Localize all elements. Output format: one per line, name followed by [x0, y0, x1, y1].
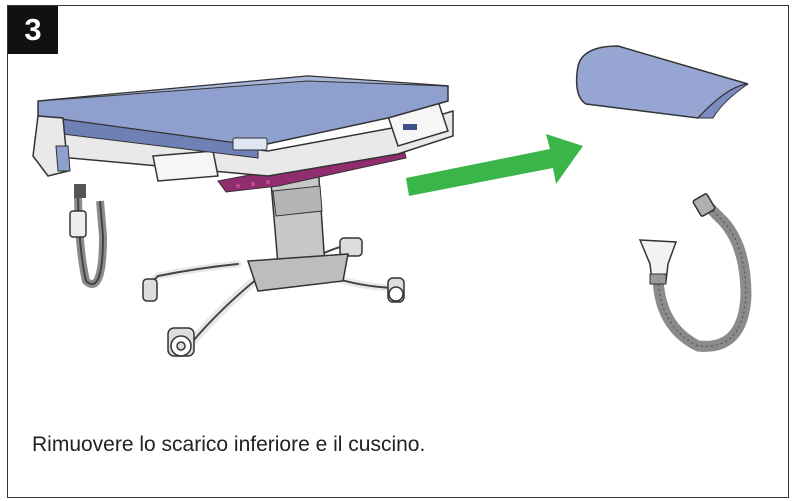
instruction-panel: 3	[7, 5, 789, 498]
right-arrow-icon	[406, 134, 583, 196]
illustration-area	[32, 45, 752, 357]
step-number-badge: 3	[8, 6, 58, 54]
stretcher-illustration	[32, 75, 454, 357]
drain-hose-illustration	[638, 193, 752, 352]
instruction-text: Rimuovere lo scarico inferiore e il cusc…	[32, 433, 426, 456]
pillow-illustration	[575, 45, 749, 119]
